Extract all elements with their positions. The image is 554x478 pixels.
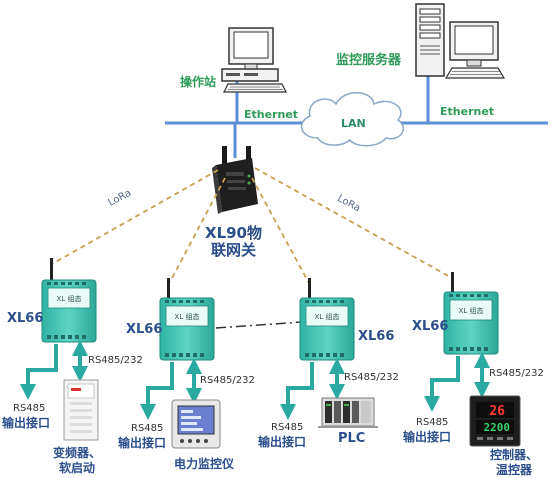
io-arrows <box>20 340 490 420</box>
monitor-server-label: 监控服务器 <box>336 53 402 68</box>
node2-rs485: RS485 <box>131 423 164 434</box>
gateway-label: XL90物 联网关 <box>205 225 262 259</box>
xl66-module-4: XL 组态 <box>443 272 499 355</box>
operator-station-label: 操作站 <box>180 75 217 89</box>
node4-output-port: 输出接口 <box>403 430 452 444</box>
monitor-server <box>415 3 506 79</box>
node1-device-label: 变频器、 软启动 <box>53 446 101 476</box>
node2-rs485-232: RS485/232 <box>200 375 255 386</box>
svg-text:XL 组态: XL 组态 <box>459 306 484 315</box>
xl90-gateway <box>212 146 258 214</box>
node1-model: XL66 <box>7 311 44 326</box>
lan-label: LAN <box>341 117 366 130</box>
node3-device-label: PLC <box>338 431 366 446</box>
node1-output-port: 输出接口 <box>2 416 51 430</box>
node1-device-line2: 软启动 <box>59 461 96 475</box>
node-link-dashdot <box>215 321 303 329</box>
svg-text:XL 组态: XL 组态 <box>315 312 340 321</box>
xl66-module-2: XL 组态 <box>159 278 215 361</box>
controller-display-bottom: 2200 <box>484 421 511 434</box>
node4-device-line1: 控制器、 <box>490 448 539 462</box>
controller-display-top: 26 <box>489 404 505 419</box>
ethernet-label-left: Ethernet <box>244 108 299 121</box>
node2-model: XL66 <box>126 322 163 337</box>
node3-rs485-232: RS485/232 <box>344 372 399 383</box>
node3-output-port: 输出接口 <box>258 435 307 449</box>
lan-cloud <box>300 92 404 147</box>
gateway-label-line2: 联网关 <box>210 241 256 259</box>
node1-rs485-232: RS485/232 <box>88 355 143 366</box>
node3-model: XL66 <box>358 329 395 344</box>
plc-device <box>318 397 378 428</box>
node1-rs485: RS485 <box>13 403 46 414</box>
node2-device-label: 电力监控仪 <box>174 457 235 471</box>
node4-device-label: 控制器、 温控器 <box>490 448 538 478</box>
power-monitor-device <box>171 399 221 449</box>
svg-text:XL 组态: XL 组态 <box>175 312 200 321</box>
node4-rs485: RS485 <box>416 417 449 428</box>
ethernet-label-right: Ethernet <box>440 105 495 118</box>
gateway-label-line1: XL90物 <box>205 224 262 242</box>
node1-device-line1: 变频器、 <box>53 446 102 460</box>
svg-text:XL 组态: XL 组态 <box>57 294 82 303</box>
xl66-module-1: XL 组态 <box>41 258 97 343</box>
temp-controller-device: 26 2200 <box>469 395 521 447</box>
xl66-module-3: XL 组态 <box>299 278 355 361</box>
vfd-device <box>63 379 99 441</box>
node4-model: XL66 <box>412 319 449 334</box>
lora-links <box>51 167 453 286</box>
node3-rs485: RS485 <box>271 422 304 433</box>
operator-station-pc <box>221 27 287 93</box>
node2-output-port: 输出接口 <box>118 436 167 450</box>
node4-rs485-232: RS485/232 <box>489 368 544 379</box>
node4-device-line2: 温控器 <box>496 463 533 477</box>
